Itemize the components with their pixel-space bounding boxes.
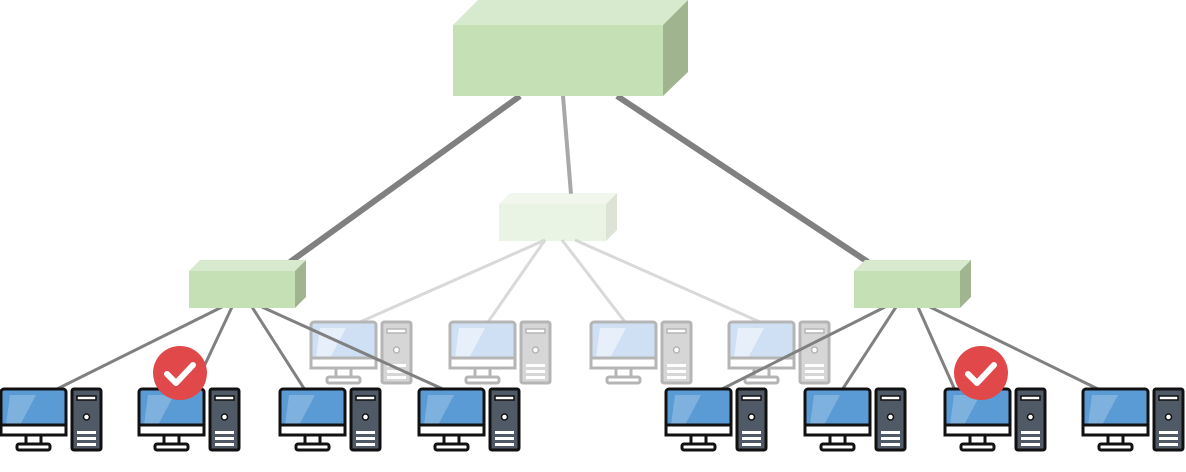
faded-links	[359, 238, 761, 324]
computer-icon-faded-3	[589, 320, 693, 385]
left-access-links	[54, 305, 446, 392]
right-access-links	[719, 305, 1101, 392]
computer-icon-faded-4	[727, 320, 831, 385]
computer-icon-right-2	[803, 387, 907, 452]
core-switch-icon	[453, 0, 688, 96]
computer-icon-right-1	[664, 387, 768, 452]
check-badge-icon-left	[153, 346, 207, 400]
core-links	[288, 93, 870, 265]
computer-icon-left-4	[417, 387, 521, 452]
left-switch-icon	[189, 260, 306, 308]
check-badge-icon-right	[954, 346, 1008, 400]
middle-switch-icon	[499, 193, 617, 241]
computer-icon-left-3	[278, 387, 382, 452]
computer-icon-right-3	[943, 387, 1047, 452]
computer-icon-right-4	[1081, 387, 1185, 452]
computer-icon-faded-2	[448, 320, 552, 385]
right-switch-icon	[854, 260, 971, 308]
right-computers	[664, 387, 1185, 452]
core-to-middle-link	[561, 95, 573, 195]
computer-icon-left-1	[0, 387, 103, 452]
left-computers	[0, 387, 521, 452]
